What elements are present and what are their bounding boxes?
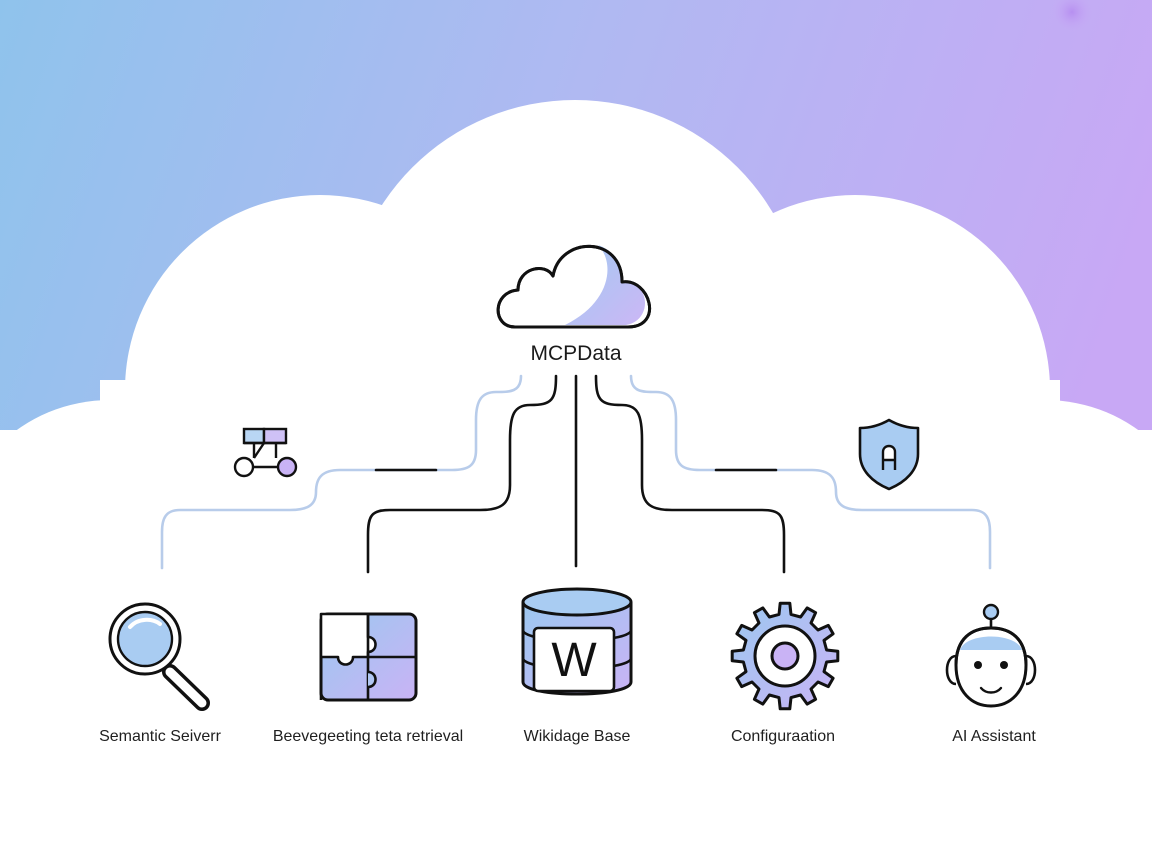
node-label-configuration: Configuraation: [730, 728, 836, 745]
w-glyph: W: [551, 634, 597, 687]
hub-label: MCPData: [530, 342, 622, 365]
cloud-icon: [496, 244, 651, 329]
database-icon: W: [521, 587, 633, 696]
node-label-semantic-server: Semantic Seiverr: [99, 728, 221, 745]
connectors: [160, 374, 992, 574]
glow-dot: [1052, 0, 1092, 32]
node-label-knowledge-base: Wikidage Base: [523, 728, 631, 745]
node-label-ai-assistant: AI Assistant: [952, 728, 1036, 745]
connector-semantic-server: [160, 374, 523, 570]
puzzle-icon: [319, 612, 418, 702]
network-nodes-icon: [233, 427, 298, 478]
shield-lock-icon: [858, 418, 920, 491]
gear-icon: [730, 601, 840, 711]
node-label-meta-retrieval: Beevegeeting teta retrieval: [272, 728, 464, 745]
connector-configuration: [594, 374, 786, 574]
connector-ai-assistant: [629, 374, 992, 570]
gear-hub: [770, 641, 800, 671]
magnifier-icon: [108, 602, 210, 711]
robot-icon: [945, 603, 1037, 708]
connector-meta-retrieval: [366, 374, 558, 574]
